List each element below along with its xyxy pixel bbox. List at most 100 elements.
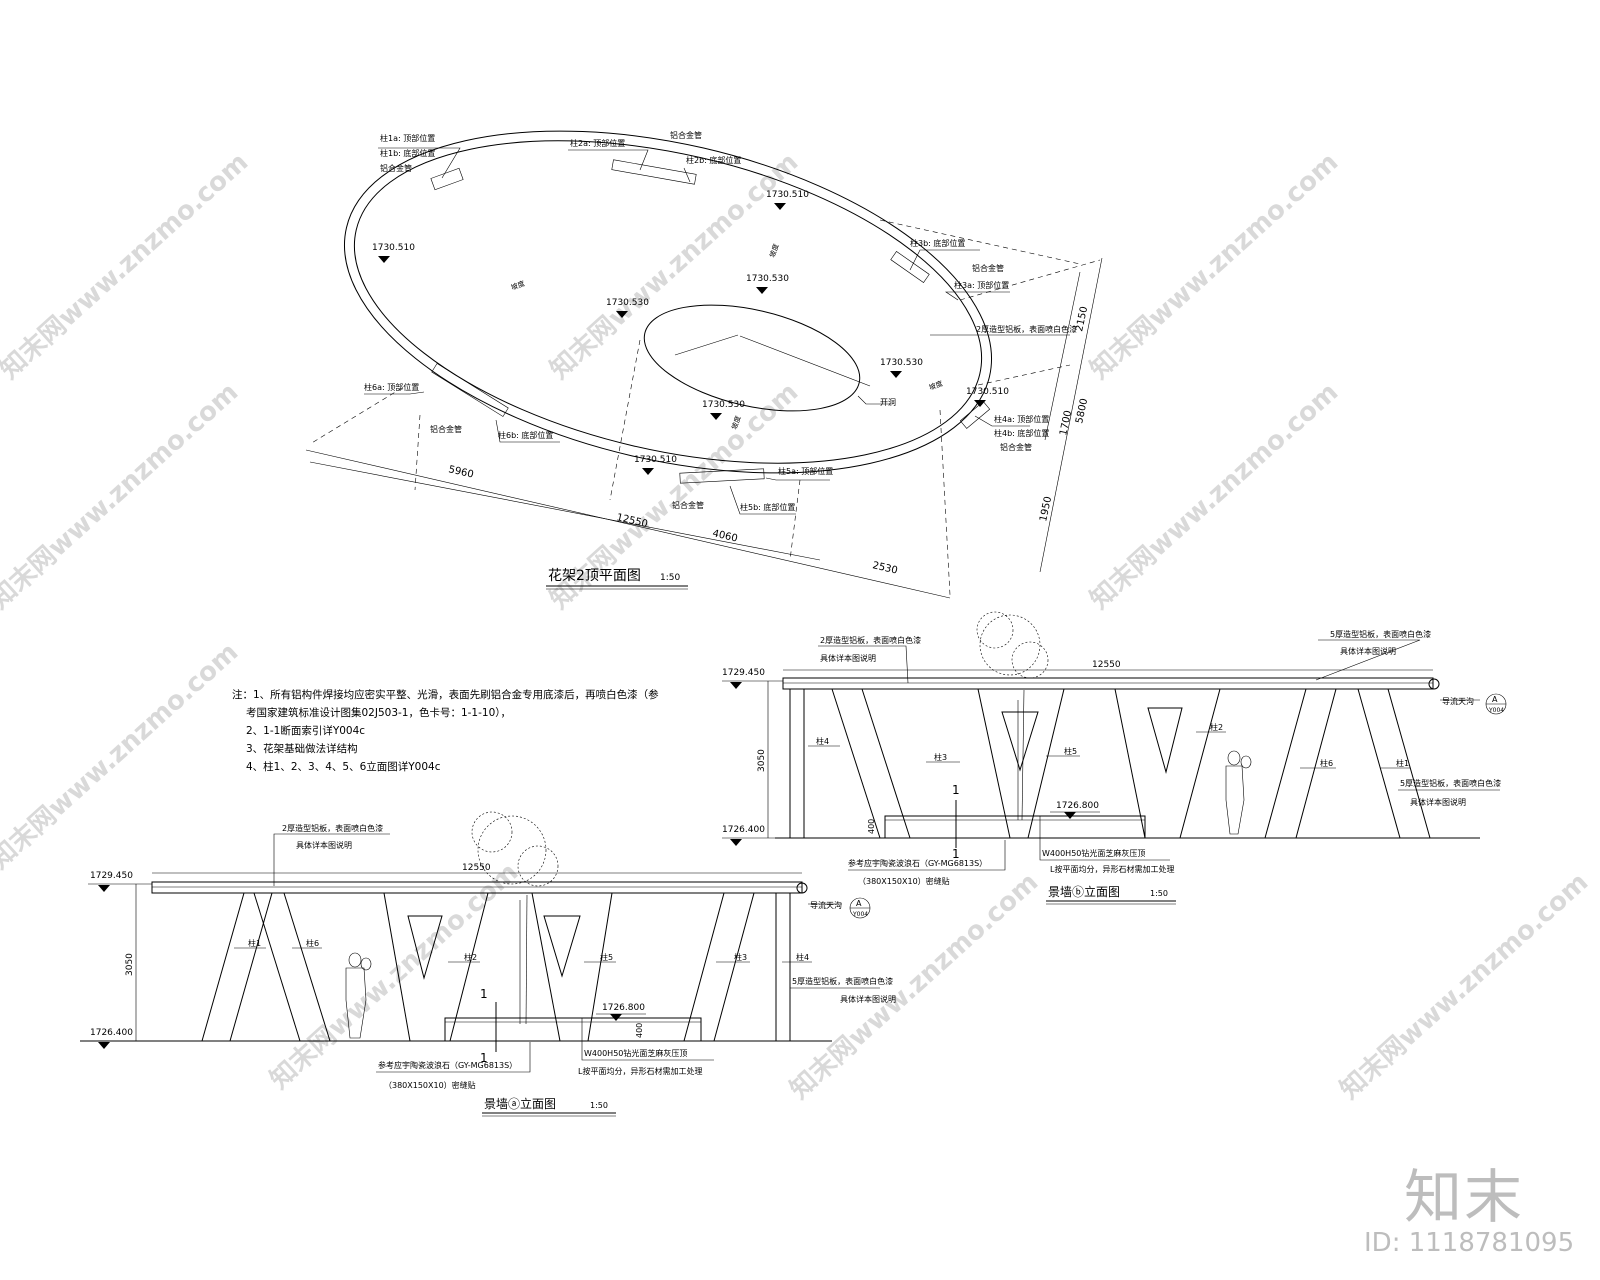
drain-label: 导流天沟 <box>810 900 842 910</box>
drain-gutter <box>1428 678 1440 690</box>
column-label: 柱2 <box>1210 722 1223 732</box>
note-text: L按平面均分，异形石材需加工处理 <box>578 1066 702 1076</box>
planter <box>444 1017 702 1042</box>
column-label: 铝合金管 <box>670 130 702 140</box>
level-text: 1726.400 <box>90 1028 133 1038</box>
column-plate <box>679 468 765 484</box>
watermark: 知末网www.znzmo.com <box>0 637 244 875</box>
column-label: 柱4a: 顶部位置 <box>994 414 1049 424</box>
callout-text: 开洞 <box>880 397 896 407</box>
plan-scale: 1:50 <box>660 573 680 583</box>
svg-text:A: A <box>856 899 862 908</box>
human-figure <box>348 952 362 968</box>
elevation-marker: 1730.510 <box>766 190 809 210</box>
dim-text: 3050 <box>125 953 135 976</box>
column-cutout <box>1147 707 1183 774</box>
plan-title: 花架2顶平面图 <box>548 568 641 584</box>
elevation-marker: 1730.530 <box>880 358 923 378</box>
elevation-b: 1729.450 1726.400 3050 12550 2厚造型铝板，表面喷白… <box>722 611 1507 905</box>
column-label: 柱3a: 顶部位置 <box>954 280 1009 290</box>
note-text: 参考应宇陶瓷波浪石（GY-MG6813S） <box>848 858 987 868</box>
tree-canopy <box>979 614 1041 676</box>
column-label: 柱3b: 底部位置 <box>910 238 965 248</box>
drain-gutter <box>796 882 808 894</box>
column-plate <box>431 363 509 417</box>
svg-text:1730.510: 1730.510 <box>634 455 677 465</box>
note-text: W400H50钻光面芝麻灰压顶 <box>1042 848 1145 858</box>
svg-text:1730.530: 1730.530 <box>746 274 789 284</box>
column-label: 柱2 <box>464 952 477 962</box>
column-plate <box>430 167 464 191</box>
column-leg <box>283 892 331 1042</box>
note-text: 5厚造型铝板，表面喷白色漆 <box>1330 629 1431 639</box>
elevation-title: 景墙ⓑ立面图 <box>1048 884 1120 899</box>
planter <box>884 815 1146 839</box>
note-text: （380X150X10）密缝贴 <box>384 1080 476 1090</box>
hatch-line <box>739 335 871 387</box>
note-text: 2厚造型铝板，表面喷白色漆 <box>282 823 383 833</box>
elevation-marker: 1730.530 <box>746 274 789 294</box>
human-figure <box>1227 750 1241 766</box>
column-leg <box>383 892 411 1042</box>
note-text: L按平面均分，异形石材需加工处理 <box>1050 864 1174 874</box>
column-plate <box>959 401 991 429</box>
elevation-scale: 1:50 <box>1150 889 1168 898</box>
note-text: 具体详本图说明 <box>1340 646 1396 656</box>
plan-view: 5960 12550 4060 2530 2150 5800 1700 1950… <box>305 130 1103 599</box>
dim-text: 12550 <box>1092 660 1121 670</box>
column-leg <box>1387 688 1431 839</box>
note-text: 5厚造型铝板，表面喷白色漆 <box>1400 778 1501 788</box>
column-leg <box>229 892 273 1042</box>
column-label: 柱3 <box>934 752 947 762</box>
column-leg <box>1295 688 1337 839</box>
note-text: 具体详本图说明 <box>1410 797 1466 807</box>
column-label: 柱1 <box>248 938 261 948</box>
column-label: 柱2b: 底部位置 <box>686 155 741 165</box>
column-leg <box>587 892 613 1042</box>
elevation-scale: 1:50 <box>590 1101 608 1110</box>
level-text: 1726.800 <box>1056 801 1099 811</box>
column-label: 柱6a: 顶部位置 <box>364 382 419 392</box>
note-text: （380X150X10）密缝贴 <box>858 876 950 886</box>
watermark: 知末网www.znzmo.com <box>0 147 254 385</box>
callout-text: 坡度 <box>928 379 944 392</box>
note-text: 具体详本图说明 <box>820 653 876 663</box>
column-label: 柱5 <box>1064 746 1077 756</box>
svg-text:1730.510: 1730.510 <box>372 243 415 253</box>
dim-text: 5960 <box>447 464 474 480</box>
svg-text:A: A <box>1492 695 1498 704</box>
column-leg <box>1114 688 1146 839</box>
column-leg <box>201 892 245 1042</box>
column-leg <box>1264 688 1307 839</box>
svg-text:1730.510: 1730.510 <box>966 387 1009 397</box>
column-leg <box>713 892 755 1042</box>
column-label: 柱3 <box>734 952 747 962</box>
note-line: 考国家建筑标准设计图集02J503-1，色卡号：1-1-10）， <box>246 707 512 719</box>
dimension-line <box>305 449 951 599</box>
column-label: 柱1b: 底部位置 <box>380 148 435 158</box>
dim-text: 3050 <box>757 749 767 772</box>
elevation-marker: 1730.530 <box>702 400 745 420</box>
dim-text: 400 <box>867 819 876 834</box>
column-label: 铝合金管 <box>672 500 704 510</box>
dim-text: 2530 <box>871 560 898 576</box>
column-label: 铝合金管 <box>1000 442 1032 452</box>
elevation-marker: 1730.530 <box>606 298 649 318</box>
roof-opening <box>643 304 861 412</box>
brand-logo: 知末 <box>1404 1163 1525 1231</box>
level-text: 1726.800 <box>602 1003 645 1013</box>
section-mark: 1 <box>480 987 488 1001</box>
column-leg <box>1179 688 1221 839</box>
column-label: 柱2a: 顶部位置 <box>570 138 625 148</box>
dim-text: 4060 <box>711 528 738 544</box>
svg-text:1730.530: 1730.530 <box>880 358 923 368</box>
general-notes: 注：1、所有铝构件焊接均应密实平整、光滑，表面先刷铝合金专用底漆后，再喷白色漆（… <box>232 686 659 776</box>
column-leg <box>861 688 911 839</box>
column-label: 铝合金管 <box>380 163 412 173</box>
note-text: 具体详本图说明 <box>296 840 352 850</box>
column-plate <box>611 159 697 185</box>
pergola-outline-inner <box>353 140 983 464</box>
column-leg <box>253 892 301 1042</box>
column-cutout <box>543 915 581 978</box>
